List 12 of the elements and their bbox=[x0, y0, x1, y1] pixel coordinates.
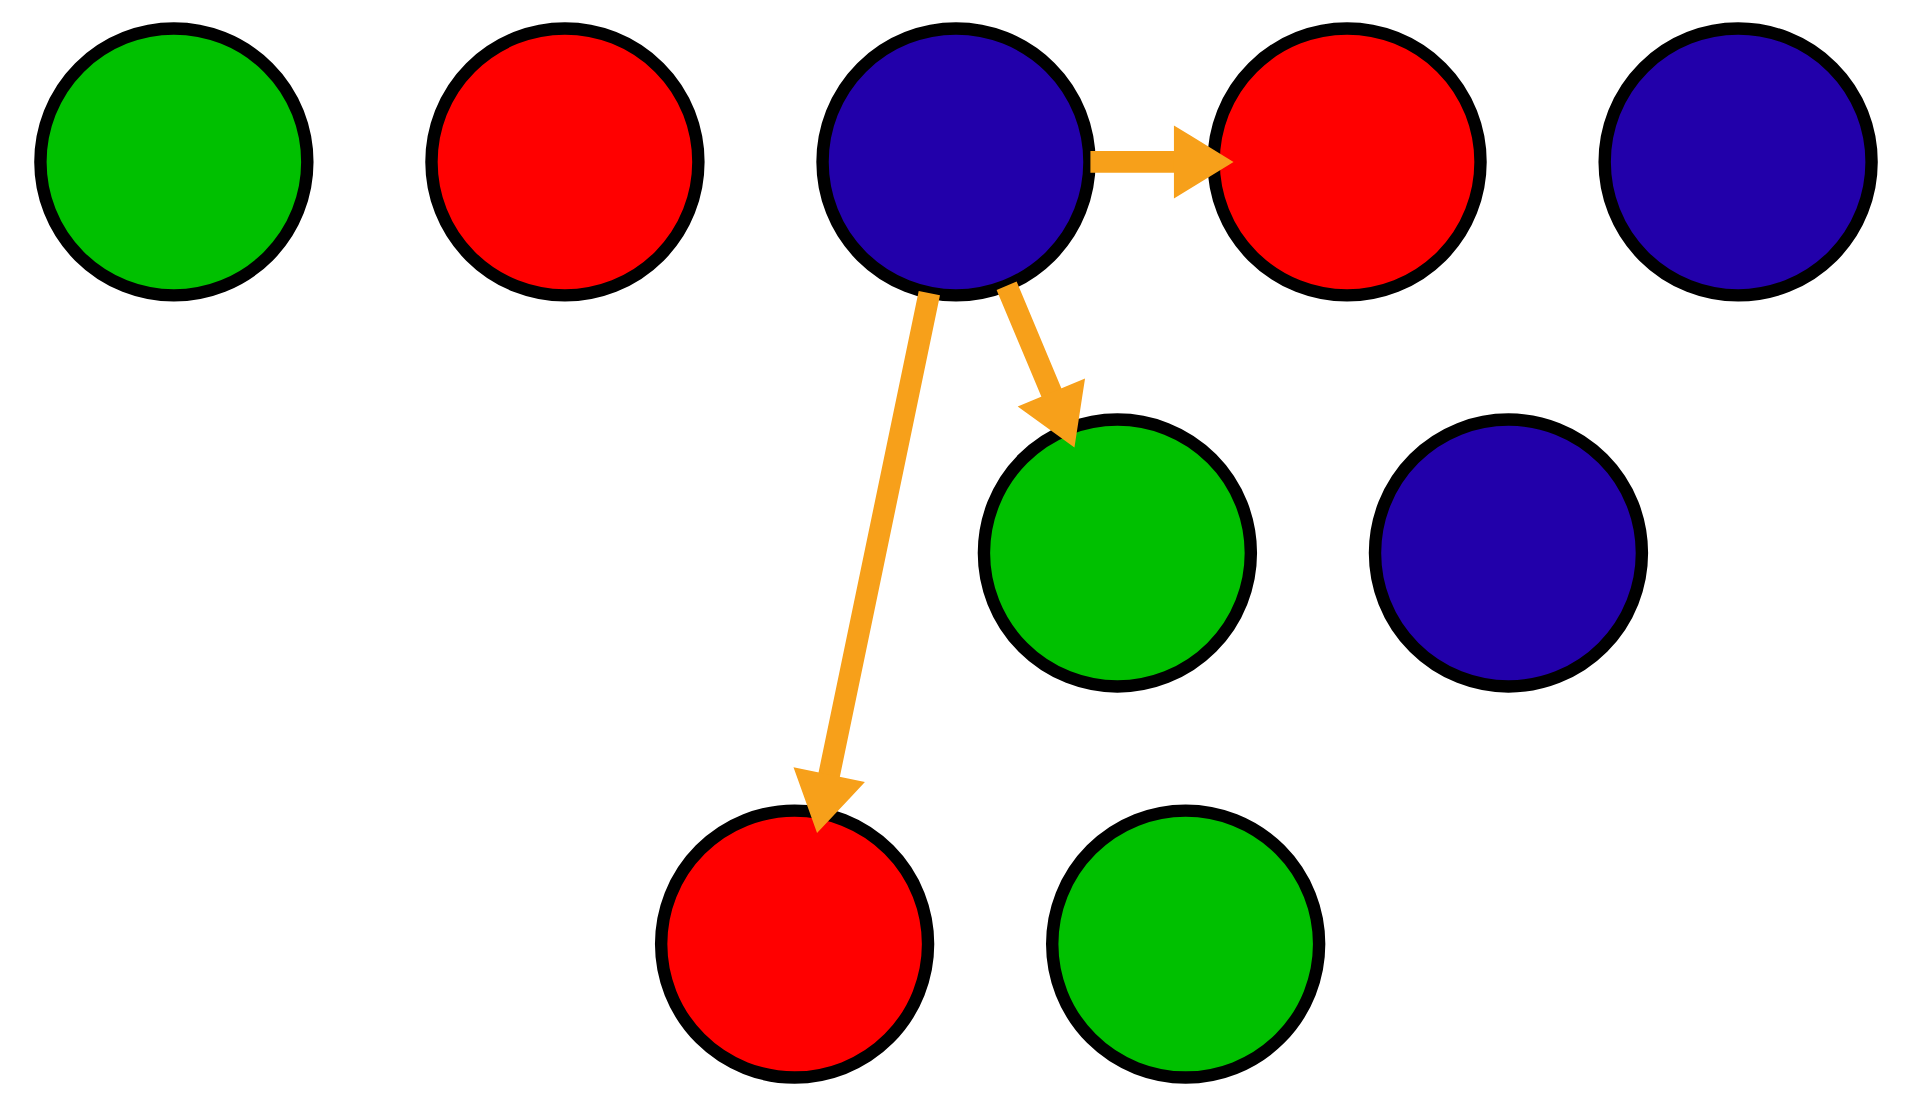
node-circle bbox=[33, 22, 313, 302]
arrow bbox=[995, 281, 1085, 448]
node-circle bbox=[1597, 22, 1877, 302]
node-circle bbox=[653, 804, 934, 1084]
node-circle bbox=[976, 413, 1257, 693]
arrow bbox=[792, 290, 939, 834]
node-circle bbox=[1206, 22, 1486, 302]
node-circle bbox=[424, 22, 704, 302]
arrow bbox=[1089, 125, 1233, 199]
node-circle bbox=[1045, 804, 1325, 1084]
node-circle bbox=[1367, 413, 1648, 693]
node-circle bbox=[815, 22, 1095, 302]
